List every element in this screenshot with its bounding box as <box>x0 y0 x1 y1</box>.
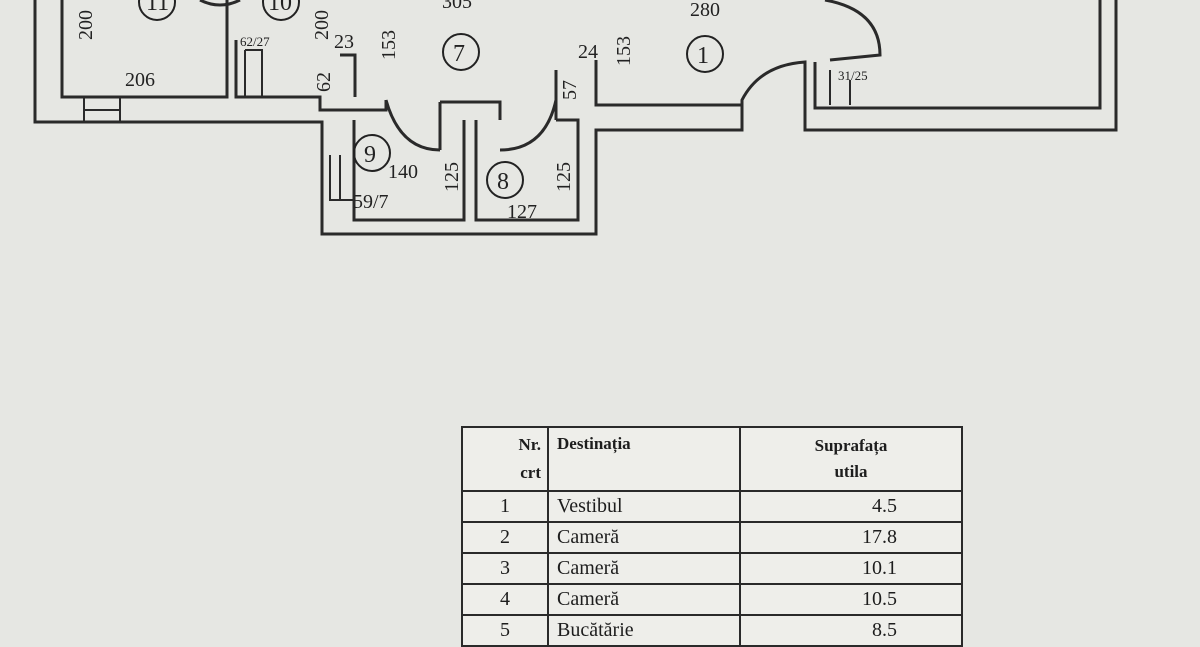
dimension-label: 140 <box>388 161 418 183</box>
dimension-label: 62/27 <box>240 34 270 49</box>
dimension-label: 57 <box>559 80 581 100</box>
table-row: 4 Cameră 10.5 <box>461 583 963 616</box>
room-number-1: 1 <box>697 43 709 69</box>
dimension-label: 59/7 <box>353 191 389 213</box>
room-area: 10.1 <box>739 552 963 585</box>
dimension-label: 31/25 <box>838 68 868 83</box>
header-suprafata-utila: Suprafața utila <box>739 426 963 492</box>
row-number: 2 <box>461 521 549 554</box>
table-row: 2 Cameră 17.8 <box>461 521 963 554</box>
dimension-label: 305 <box>442 0 472 13</box>
dimension-label: 62 <box>313 72 335 92</box>
header-nr-crt: Nr. crt <box>461 426 549 492</box>
dimension-label: 153 <box>378 30 400 60</box>
header-destinatia: Destinația <box>547 426 741 492</box>
outer-walls <box>33 0 1118 236</box>
dimension-label: 200 <box>75 10 97 40</box>
room-number-8: 8 <box>497 169 509 195</box>
room-area-table: Nr. crt Destinația Suprafața utila 1 Ves… <box>461 426 963 647</box>
dimension-label: 125 <box>441 162 463 192</box>
dimension-label: 200 <box>311 10 333 40</box>
floor-plan: 11 10 7 1 9 8 200 206 62/27 200 23 153 3… <box>33 0 1118 236</box>
table-row: 1 Vestibul 4.5 <box>461 490 963 523</box>
table-row: 3 Cameră 10.1 <box>461 552 963 585</box>
row-number: 1 <box>461 490 549 523</box>
room-destination: Cameră <box>547 552 741 585</box>
dimension-label: 23 <box>334 31 354 53</box>
row-number: 4 <box>461 583 549 616</box>
room-destination: Vestibul <box>547 490 741 523</box>
row-number: 5 <box>461 614 549 647</box>
dimension-label: 125 <box>553 162 575 192</box>
room-destination: Bucătărie <box>547 614 741 647</box>
room-number-7: 7 <box>453 41 465 67</box>
table-row: 5 Bucătărie 8.5 <box>461 614 963 647</box>
room-numbers: 11 10 7 1 9 8 <box>138 0 724 199</box>
dimension-labels: 200 206 62/27 200 23 153 305 62 57 24 15… <box>75 0 868 223</box>
dimension-label: 24 <box>578 41 598 63</box>
room-area: 10.5 <box>739 583 963 616</box>
room-destination: Cameră <box>547 583 741 616</box>
room-area: 4.5 <box>739 490 963 523</box>
room-area: 17.8 <box>739 521 963 554</box>
dimension-label: 127 <box>507 201 537 223</box>
room-number-11: 11 <box>146 0 169 16</box>
dimension-label: 153 <box>613 36 635 66</box>
room-number-9: 9 <box>364 142 376 168</box>
row-number: 3 <box>461 552 549 585</box>
room-destination: Cameră <box>547 521 741 554</box>
dimension-label: 280 <box>690 0 720 21</box>
table-header-row: Nr. crt Destinația Suprafața utila <box>461 426 963 492</box>
room-area: 8.5 <box>739 614 963 647</box>
room-number-10: 10 <box>268 0 292 16</box>
dimension-label: 206 <box>125 69 155 91</box>
